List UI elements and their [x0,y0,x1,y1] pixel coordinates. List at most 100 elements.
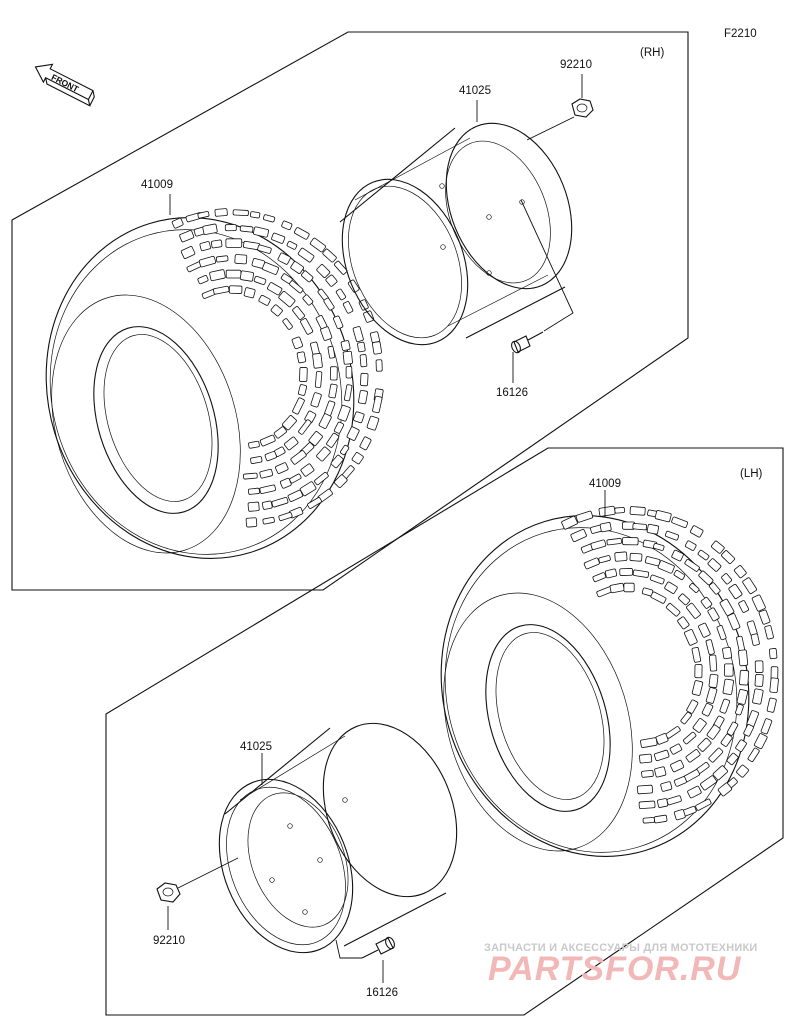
tread-block [299,367,308,382]
lh-wheel [218,722,458,954]
tread-block [561,515,578,530]
tread-block [653,814,668,824]
tread-block [277,252,291,265]
tread-block [372,395,383,414]
tread-block [701,703,714,717]
front-arrow-icon: FRONT [34,63,95,107]
tread-block [250,456,263,464]
tread-block [743,724,754,737]
tread-block [234,254,248,265]
tread-block [632,569,650,578]
tread-block [721,550,736,564]
tread-block [736,689,749,705]
tread-block [263,214,276,223]
tread-block [248,440,260,449]
tread-block [282,415,297,431]
tread-block [720,733,733,747]
tread-block [281,220,293,231]
tread-block [653,749,670,762]
rh-valve-icon [511,331,544,354]
tread-block [247,487,260,495]
lh-panel-border [105,447,784,1016]
tread-block [179,230,195,243]
tread-block [671,549,684,562]
tread-block [684,540,697,551]
tread-block [351,452,364,465]
tread-block [279,477,292,489]
tread-block [273,426,287,439]
tread-block [768,648,778,660]
rh-wheel [339,122,573,346]
tread-block [642,817,655,824]
tread-block [310,392,322,408]
tread-block [754,674,764,687]
tread-block [372,341,382,355]
tread-block [726,721,739,736]
tread-block [758,609,771,625]
tread-block [738,649,749,667]
tread-block [333,421,345,434]
tread-block [735,703,744,716]
tread-block [292,306,305,320]
tread-block [245,517,258,528]
tread-block [722,646,733,660]
tread-block [598,505,616,517]
tread-block [583,557,600,570]
tread-block [691,647,702,663]
tread-block [278,512,293,522]
tread-block [697,549,710,561]
tread-block [716,625,727,641]
tread-block [719,598,735,617]
tread-block [632,523,647,531]
tread-block [210,239,223,249]
tread-block [342,350,353,365]
tread-block [614,507,625,514]
tread-block [209,269,226,282]
tread-block [270,304,283,317]
tread-block [327,345,336,359]
rh-nut-part-label: 92210 [560,59,592,71]
lh-tire [440,505,779,857]
tread-block [657,798,669,808]
tread-block [673,776,687,787]
tread-block [666,795,682,806]
tread-block [320,326,333,341]
tread-block [329,366,338,381]
tread-block [764,625,774,640]
tread-block [259,484,276,494]
tread-block [664,581,678,594]
tread-block [340,444,350,456]
tread-block [337,404,351,422]
tread-block [326,432,340,448]
tread-block [724,663,734,677]
tread-block [357,341,366,353]
tread-block [287,489,304,502]
tread-block [271,496,289,508]
tread-block [622,537,639,546]
tread-block [180,246,196,259]
tread-block [322,248,337,263]
tread-block [640,737,658,748]
tread-block [721,573,733,585]
tread-block [685,749,701,763]
tread-block [712,765,728,781]
tread-block [670,759,685,773]
tread-block [752,688,764,705]
tread-block [275,462,289,474]
tread-block [590,539,607,550]
tread-block [359,436,372,451]
tread-block [271,232,286,244]
tread-block [698,570,714,586]
tread-block [639,753,653,764]
tread-block [708,582,721,595]
tread-block [299,481,317,497]
tread-block [282,318,293,330]
tread-block [570,528,587,543]
tread-block [707,607,720,622]
tread-block [259,468,274,479]
tread-block [629,506,646,516]
tread-block [708,673,719,688]
tread-block [202,223,218,235]
tread-block [619,568,634,576]
tread-block [297,384,308,396]
